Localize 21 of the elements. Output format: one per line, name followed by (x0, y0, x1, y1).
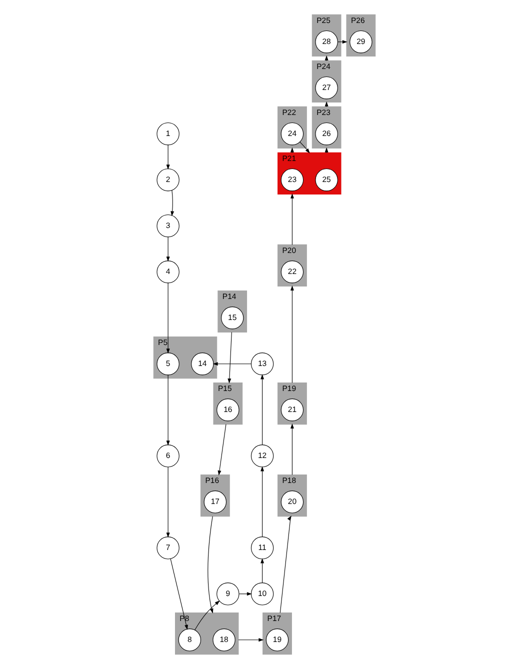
arrow (212, 362, 251, 366)
arrow (299, 142, 310, 154)
arrow (279, 516, 292, 613)
arrow (170, 558, 188, 630)
arrow (166, 374, 170, 446)
arrow (260, 558, 264, 584)
arrow (227, 332, 232, 384)
arrow (260, 466, 264, 538)
arrow (166, 236, 170, 262)
arrow (290, 423, 294, 475)
arrow (166, 144, 170, 170)
arrow (194, 600, 220, 630)
arrow (170, 190, 174, 216)
arrow (238, 638, 264, 642)
arrow (290, 285, 294, 383)
arrow (166, 282, 170, 354)
arrow (290, 193, 294, 245)
arrow (260, 374, 264, 446)
arrow (166, 466, 170, 538)
arrow (207, 516, 213, 614)
arrow (217, 424, 226, 476)
